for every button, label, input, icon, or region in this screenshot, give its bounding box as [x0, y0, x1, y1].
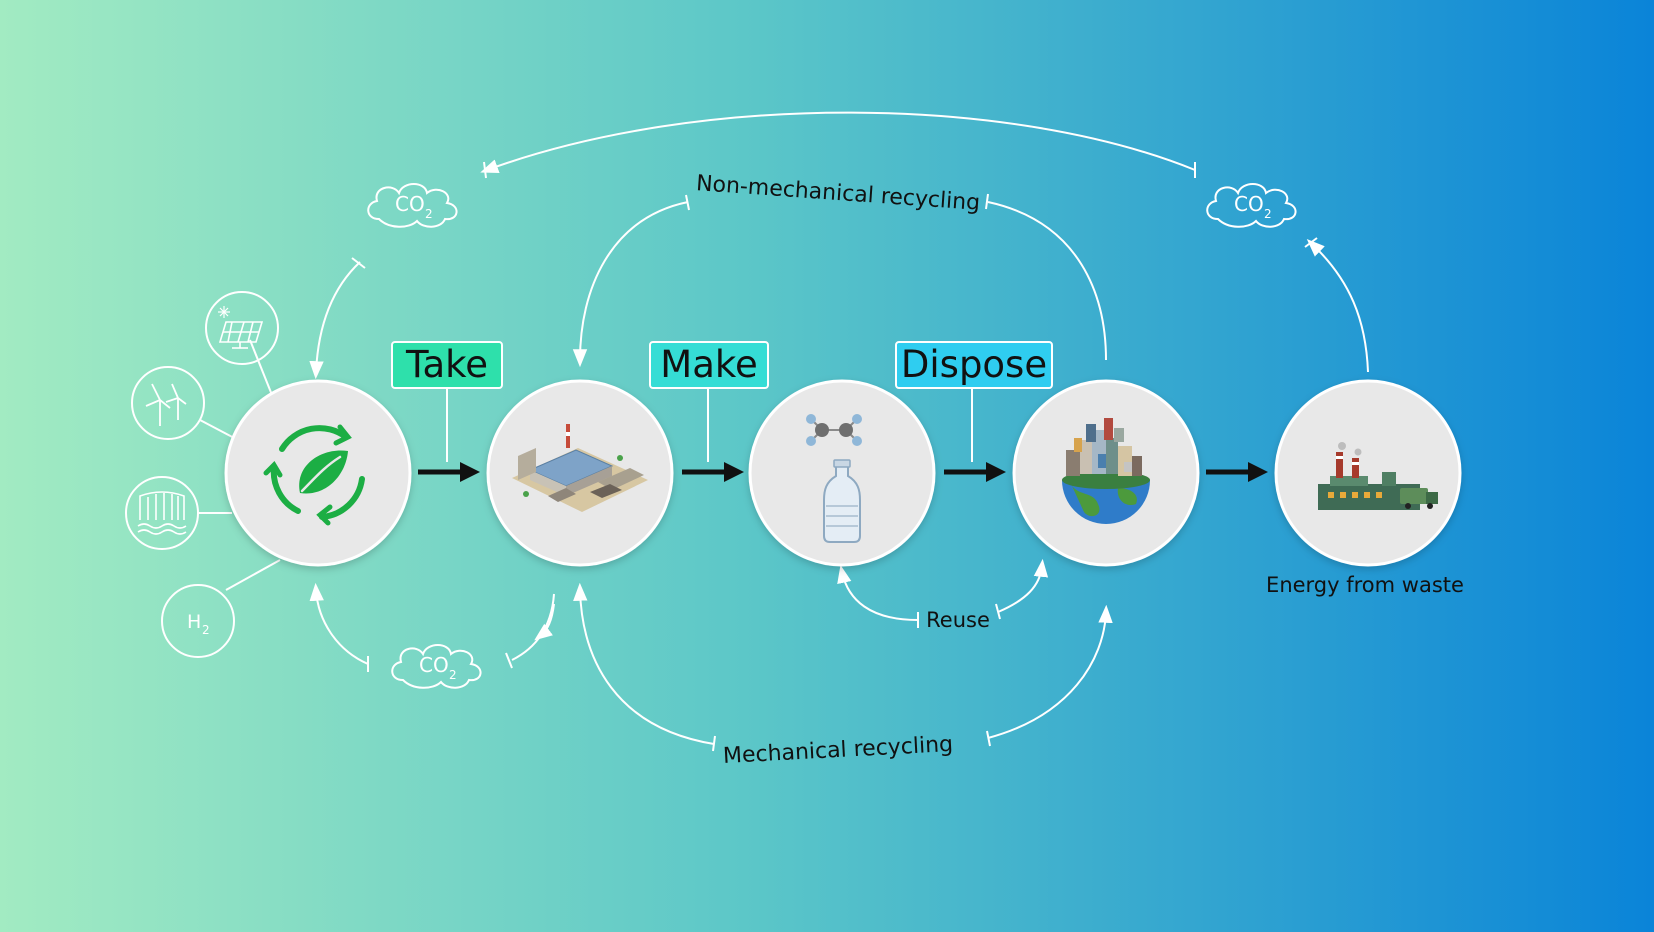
co2-text: CO: [395, 192, 425, 216]
energy-solar: [205, 291, 279, 365]
h2-subscript: 2: [202, 623, 210, 637]
co2-text: CO: [1234, 192, 1264, 216]
mechanical-recycling-arc: [573, 582, 715, 745]
hydro-dam-icon: [137, 491, 187, 535]
power-plant-icon: [1318, 442, 1438, 510]
earth-waste-icon: [1062, 418, 1150, 524]
energy-hydrogen: [161, 584, 235, 658]
energy-wind: [131, 366, 205, 440]
co2-subscript: 2: [425, 207, 433, 221]
wind-turbine-icon: [145, 383, 187, 426]
energy-from-waste-label: Energy from waste: [1266, 573, 1464, 597]
factory-icon: [512, 424, 648, 512]
non-mechanical-recycling-arc: [572, 201, 689, 368]
hydrogen-icon: H 2: [187, 611, 210, 637]
co2-text: CO: [419, 653, 449, 677]
co2-cloud-left-top: CO 2: [367, 183, 458, 228]
efw-to-co2-arrow: [1306, 239, 1369, 373]
take-label: Take: [405, 343, 488, 386]
dispose-label: Dispose: [901, 343, 1047, 386]
co2-cloud-bottom: CO 2: [391, 644, 482, 689]
reuse-label: Reuse: [926, 608, 990, 632]
co2-subscript: 2: [449, 668, 457, 682]
energy-hydro: [125, 476, 199, 550]
recycle-leaf-icon: [263, 424, 365, 526]
solar-panel-icon: [218, 306, 264, 349]
co2-subscript: 2: [1264, 207, 1272, 221]
flow-lines: [198, 111, 1369, 752]
top-co2-return-arc: [480, 111, 1196, 174]
reuse-loop: [837, 564, 919, 621]
stage-label-dispose: Dispose: [895, 341, 1053, 389]
co2-cloud-right-top: CO 2: [1206, 183, 1297, 228]
stage-label-make: Make: [649, 341, 769, 389]
co2-to-feedstock-arrow: [309, 261, 361, 380]
feedstock-to-co2-arrow: [309, 582, 369, 665]
make-label: Make: [660, 343, 757, 386]
node-incinerator: [1274, 379, 1462, 567]
stage-label-take: Take: [391, 341, 503, 389]
bottle-molecule-icon: [806, 414, 862, 543]
h2-label: H: [187, 611, 201, 633]
